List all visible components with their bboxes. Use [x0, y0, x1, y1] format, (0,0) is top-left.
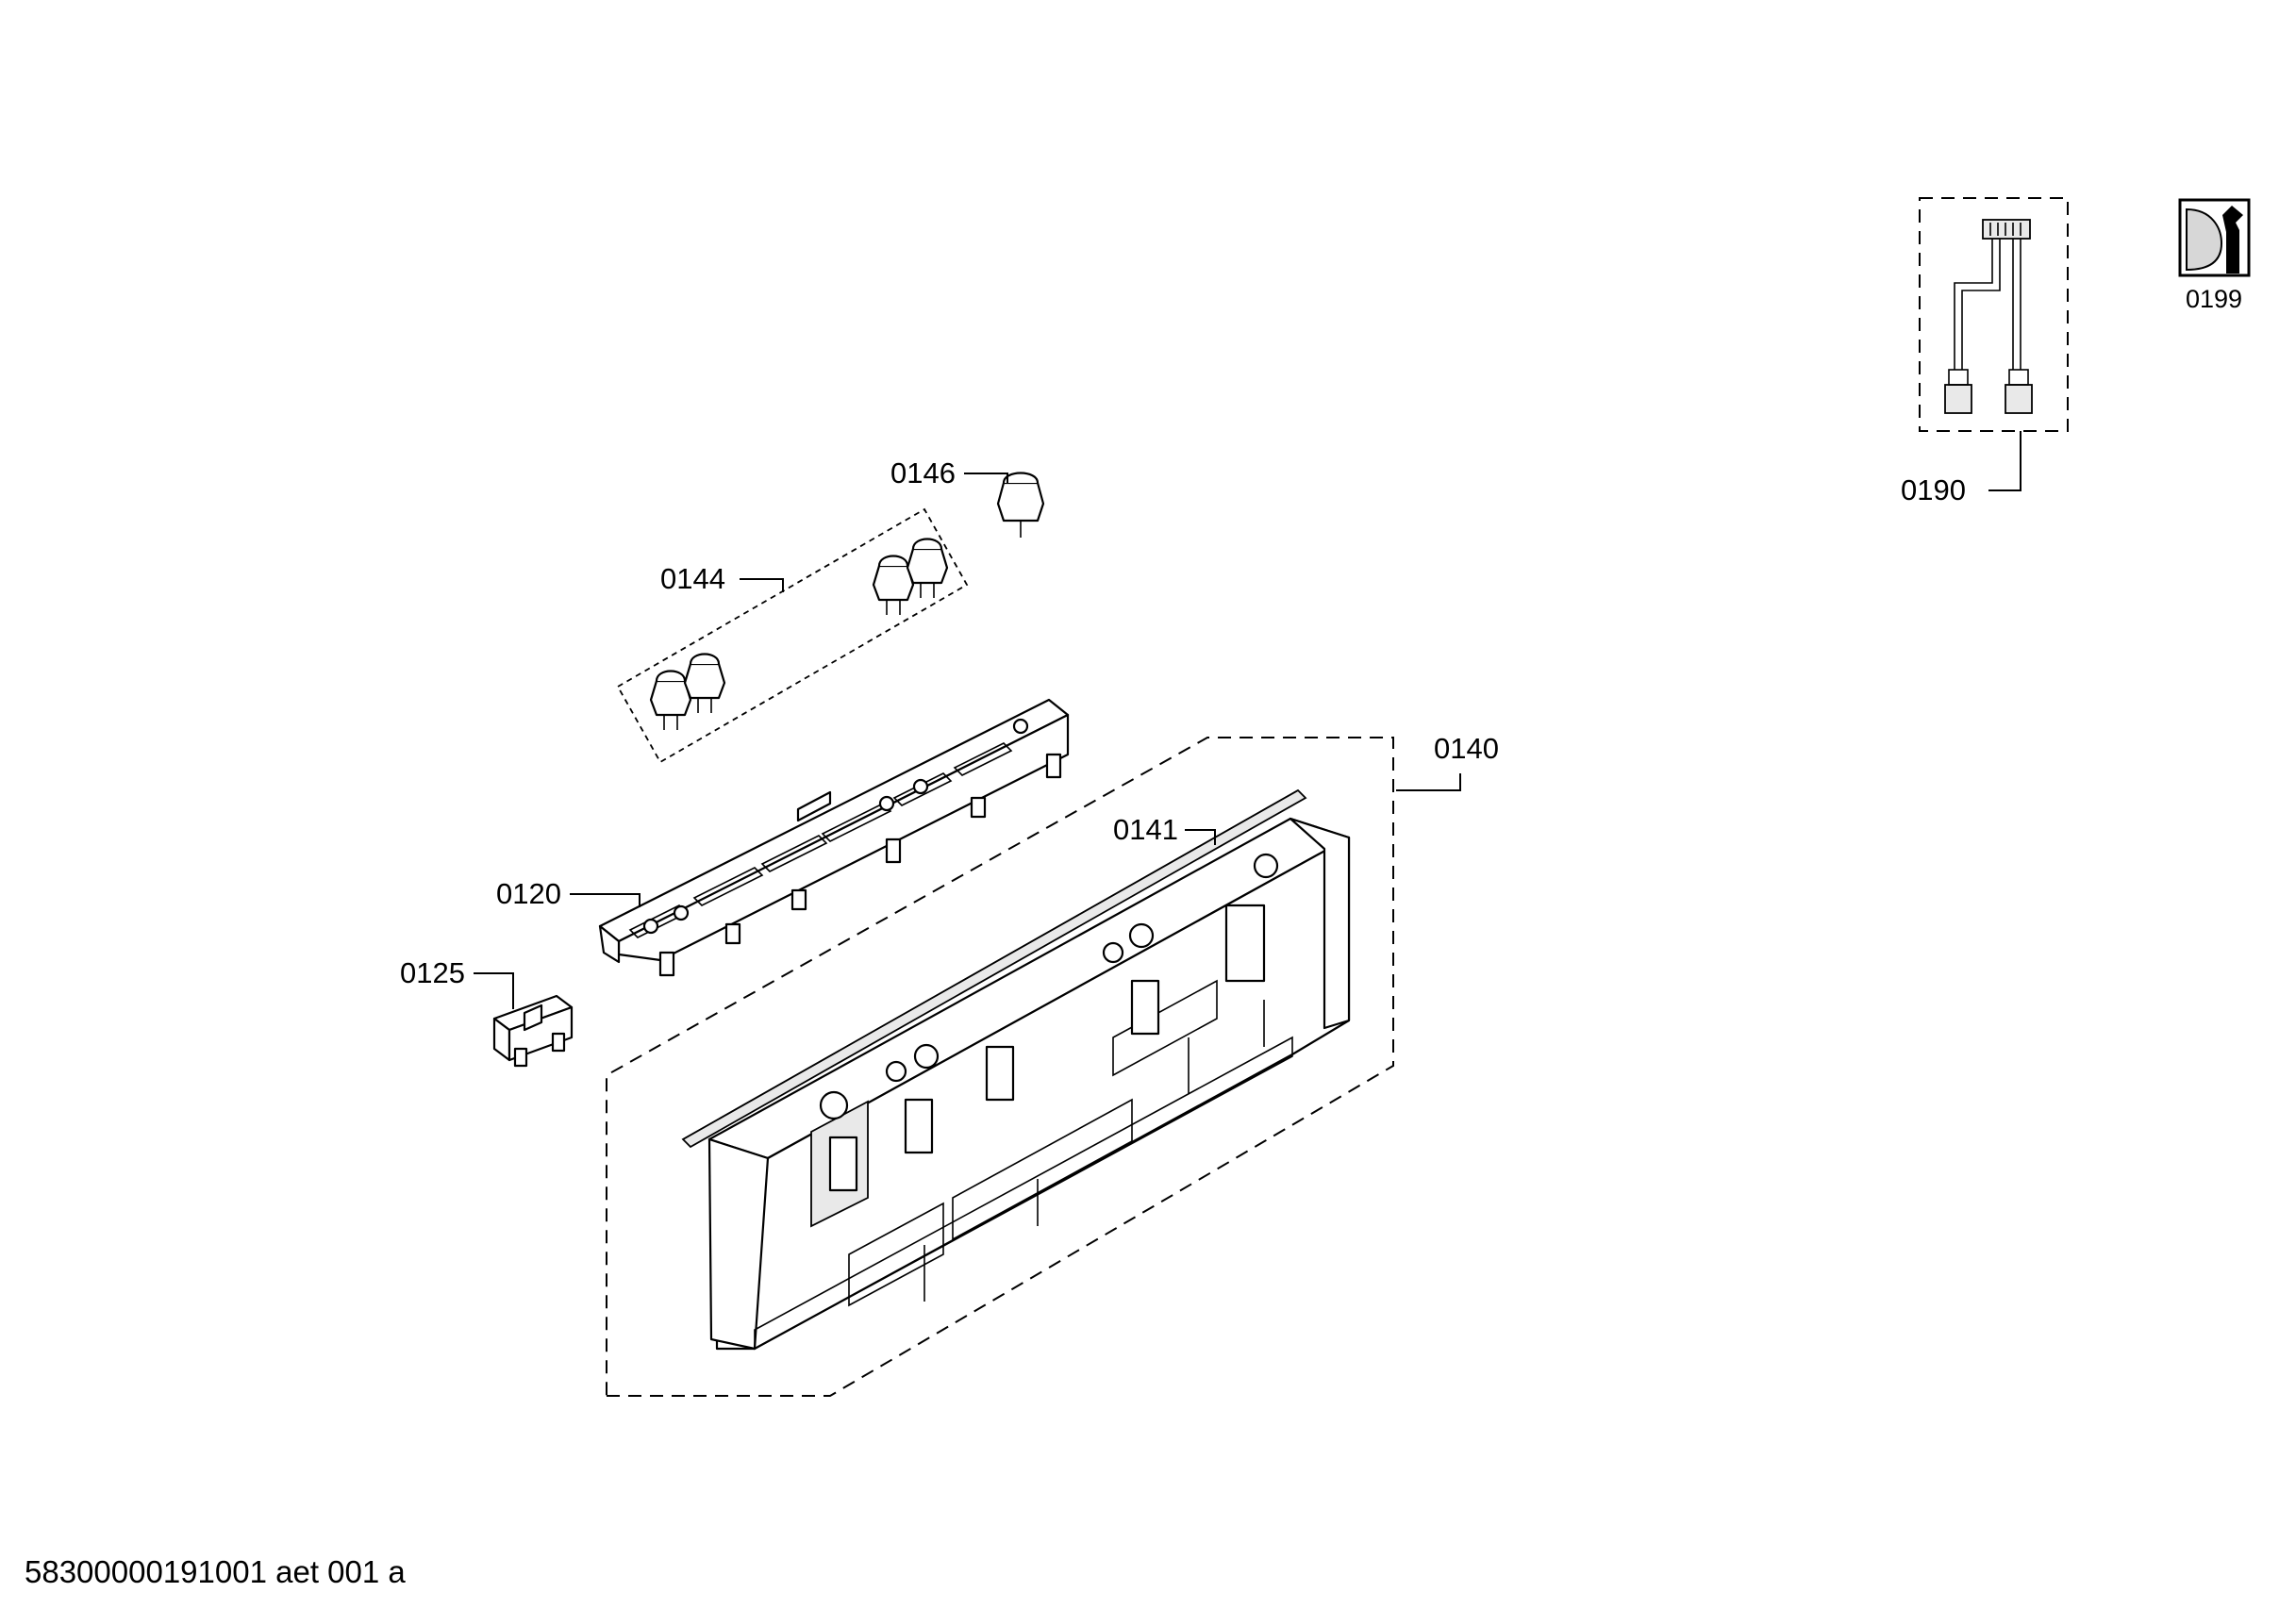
- harness-top-connector: [1982, 219, 2031, 240]
- label-0190: 0190: [1901, 473, 1966, 506]
- part-0125-clip[interactable]: [492, 994, 574, 1068]
- part-0146-button-cap[interactable]: [996, 472, 1045, 539]
- harness-right-connector: [2005, 384, 2033, 414]
- leader-0144: [740, 578, 784, 592]
- part-0199-service-tool[interactable]: [2178, 198, 2251, 277]
- part-0144-button-caps[interactable]: [649, 538, 949, 731]
- label-0141: 0141: [1113, 813, 1178, 846]
- label-0120: 0120: [496, 877, 561, 910]
- part-0190-wiring-harness[interactable]: [1919, 197, 2069, 432]
- leader-0190: [1988, 431, 2021, 491]
- label-0199: 0199: [2186, 285, 2242, 313]
- part-0144-group-box: [616, 507, 969, 764]
- label-0144: 0144: [660, 562, 725, 595]
- label-0140: 0140: [1434, 732, 1499, 765]
- leader-0120: [570, 893, 641, 907]
- part-0120-keypad-carrier[interactable]: [0, 0, 1070, 977]
- part-0140-group-box: [606, 737, 1394, 1397]
- leader-0125: [474, 972, 514, 1009]
- part-0141-seal-strip[interactable]: [681, 788, 1307, 1149]
- leader-0141: [1185, 829, 1216, 845]
- part-0190-group-box: [1919, 197, 2069, 432]
- label-0146: 0146: [890, 456, 956, 489]
- leader-0146: [964, 473, 1008, 483]
- diagram-reference-number: 58300000191001 aet 001 a: [25, 1554, 406, 1589]
- part-0140-housing[interactable]: [707, 817, 1351, 1351]
- harness-left-connector: [1944, 384, 1972, 414]
- leader-0140: [1396, 773, 1461, 791]
- label-0125: 0125: [400, 956, 465, 989]
